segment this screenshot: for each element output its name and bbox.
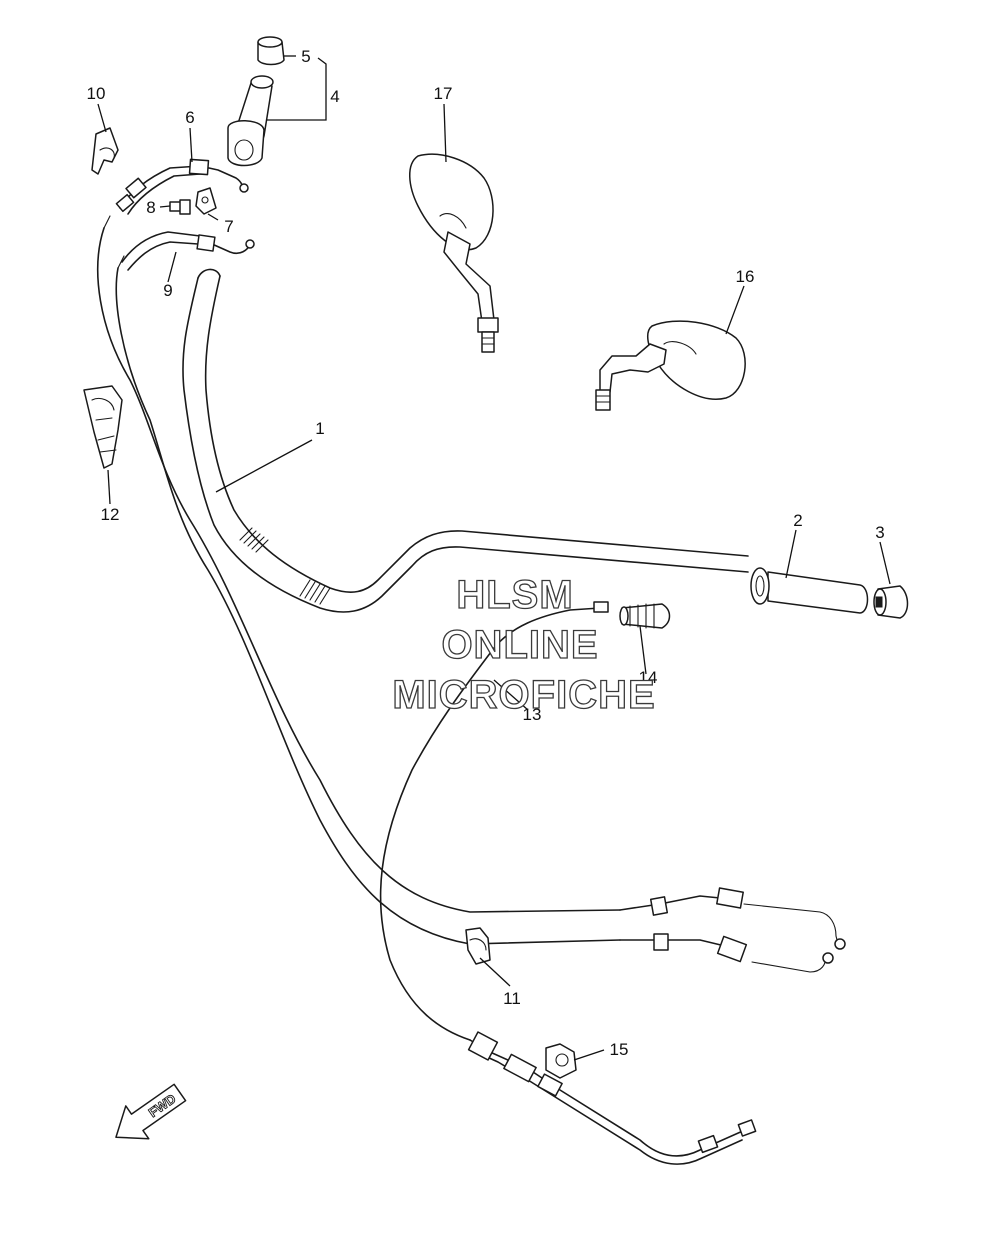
callout-15: 15 xyxy=(610,1040,629,1059)
mirror-right xyxy=(595,320,746,411)
callout-17: 17 xyxy=(434,84,453,103)
forward-arrow-icon: FWD xyxy=(115,1083,187,1140)
cable-ends-right xyxy=(619,887,846,973)
grip xyxy=(750,567,869,614)
callout-11: 11 xyxy=(503,989,521,1008)
leader-lines xyxy=(97,55,891,1061)
callout-8: 8 xyxy=(146,198,155,217)
throttle-cable-upper xyxy=(115,158,249,215)
callout-4: 4 xyxy=(330,87,339,106)
ring xyxy=(257,36,285,66)
watermark-line-2: ONLINE xyxy=(441,623,598,667)
clutch-cable xyxy=(379,601,757,1165)
watermark-line-1: HLSM xyxy=(456,573,573,617)
grip-end xyxy=(873,585,909,619)
callout-14: 14 xyxy=(639,668,658,687)
callout-10: 10 xyxy=(87,84,106,103)
callout-numbers: 1 2 3 4 5 6 7 8 9 10 11 12 13 14 15 16 1… xyxy=(87,47,885,1059)
clamp xyxy=(465,927,491,965)
callout-1: 1 xyxy=(315,419,324,438)
callout-5: 5 xyxy=(301,47,310,66)
cable-loom xyxy=(96,215,621,945)
throttle-cable-lower xyxy=(121,231,255,271)
callout-12: 12 xyxy=(101,505,120,524)
cable-guide-plate xyxy=(195,187,217,215)
mirror-left xyxy=(409,153,499,353)
handlebar xyxy=(182,268,749,613)
callout-7: 7 xyxy=(224,217,233,236)
throttle-grip xyxy=(227,75,274,167)
callout-16: 16 xyxy=(736,267,755,286)
cable-holder-side xyxy=(83,385,123,469)
watermark-line-3: MICROFICHE xyxy=(392,673,655,717)
watermark: HLSM ONLINE MICROFICHE xyxy=(392,572,656,717)
callout-6: 6 xyxy=(185,108,194,127)
callout-13: 13 xyxy=(523,705,542,724)
adjuster-boot xyxy=(619,603,671,629)
clamp-small xyxy=(545,1043,577,1079)
callout-9: 9 xyxy=(163,281,172,300)
callout-3: 3 xyxy=(875,523,884,542)
cable-holder-upper xyxy=(91,127,119,175)
screw xyxy=(169,199,191,215)
callout-2: 2 xyxy=(793,511,802,530)
